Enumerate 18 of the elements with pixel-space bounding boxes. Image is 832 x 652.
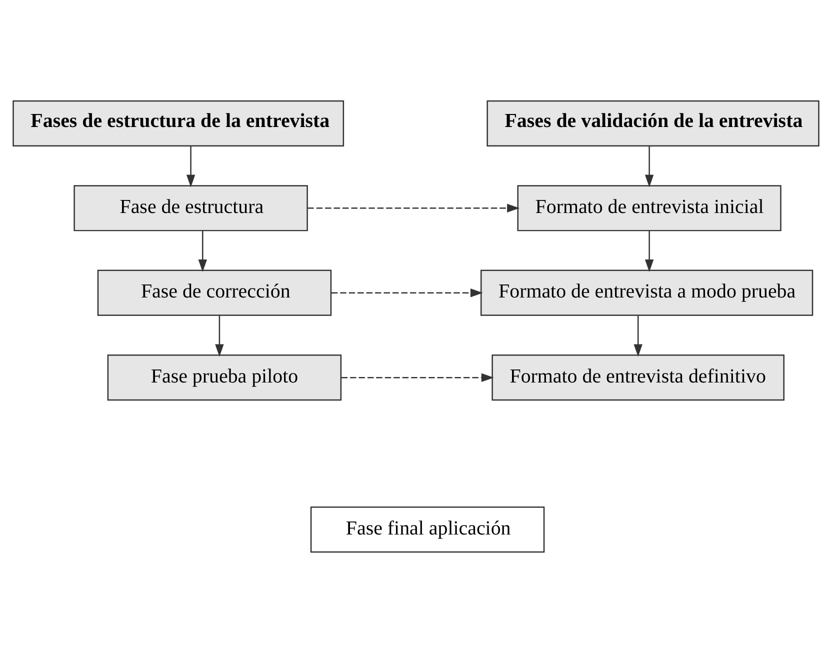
arrow [308,203,520,212]
arrow [634,315,642,356]
arrow [215,315,224,356]
arrow [331,288,483,297]
node-box: Fases de validación de la entrevista [486,100,820,146]
arrow [186,146,196,187]
node-box: Fases de estructura de la entrevista [12,100,344,146]
arrow [198,230,207,272]
node-box: Fase prueba piloto [107,354,342,400]
node-box: Formato de entrevista a modo prueba [480,269,814,316]
arrow [644,146,654,187]
node-box: Fase final aplicación [310,506,545,552]
node-box: Formato de entrevista inicial [517,184,782,231]
arrow [644,230,654,272]
node-box: Formato de entrevista definitivo [492,354,784,400]
node-box: Fase de corrección [97,269,332,316]
node-box: Fase de estructura [74,184,308,231]
arrow [341,372,494,382]
